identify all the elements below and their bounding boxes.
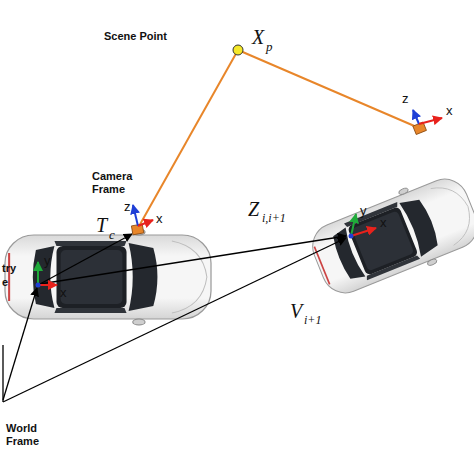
x-axis <box>38 284 57 286</box>
axis-label: z <box>124 200 131 215</box>
axis-label: z <box>402 92 409 107</box>
math-subscript: i+1 <box>304 314 321 328</box>
axis-label: x <box>380 216 387 231</box>
origin <box>36 283 41 288</box>
scene-point <box>233 45 243 55</box>
math-subscript: i,i+1 <box>262 212 286 226</box>
pose-arrow <box>40 234 132 284</box>
frame-label: World Frame <box>6 422 46 447</box>
world-axis <box>2 345 3 402</box>
axis-label: y <box>360 204 367 219</box>
point-label: Scene Point <box>104 30 167 43</box>
math-subscript: p <box>266 40 273 55</box>
pose-arrow <box>3 288 37 400</box>
view-ray <box>138 50 238 228</box>
math-symbol: V <box>290 300 302 323</box>
math-symbol: T <box>96 214 107 237</box>
x-axis <box>138 220 153 226</box>
z-axis <box>133 205 138 226</box>
frame-label: Camera Frame <box>92 170 138 195</box>
pose-arrow <box>40 236 346 284</box>
car-1 <box>5 229 211 325</box>
z-axis <box>413 110 419 124</box>
y-axis <box>37 262 39 285</box>
frame-label: e <box>2 276 8 289</box>
view-ray <box>238 50 419 128</box>
car-2 <box>304 167 474 304</box>
axis-label: x <box>156 212 163 227</box>
origin <box>349 234 354 239</box>
math-symbol: X <box>252 26 264 49</box>
frame-label: try <box>2 262 16 275</box>
axis-label: x <box>60 286 67 301</box>
x-axis <box>351 228 376 236</box>
math-subscript: c <box>109 228 115 243</box>
math-symbol: Z <box>248 198 259 221</box>
y-axis <box>351 214 356 236</box>
axis-label: y <box>44 254 51 269</box>
x-axis <box>419 118 442 124</box>
axis-label: x <box>446 104 453 119</box>
